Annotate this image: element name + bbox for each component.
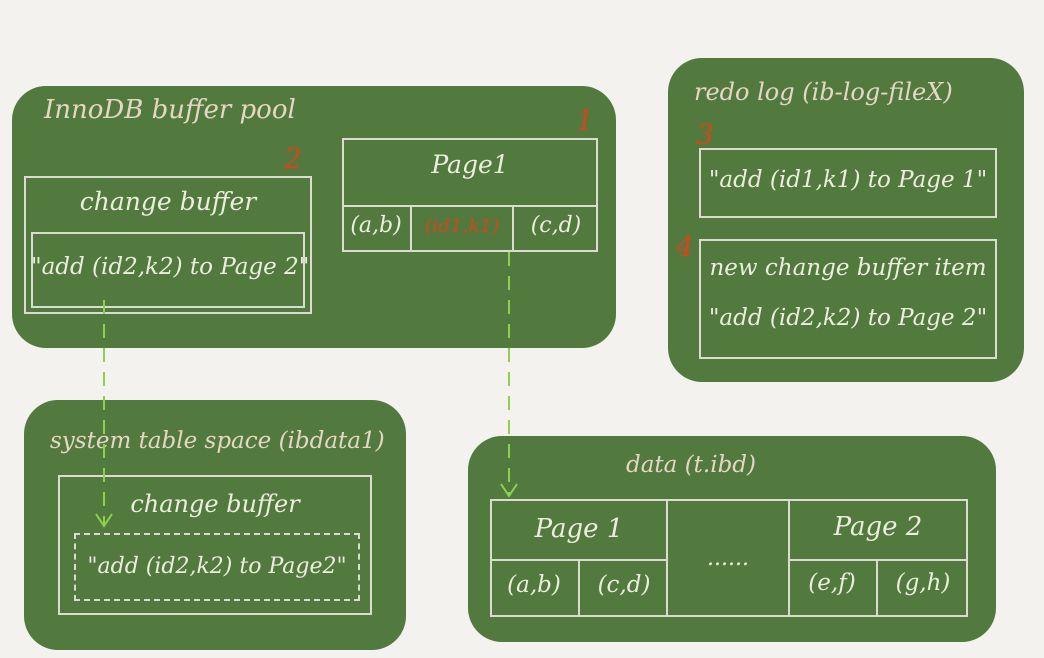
change-buffer-entry: "add (id2,k2) to Page 2" xyxy=(31,254,310,280)
page1-memory-cell-ab: (a,b) xyxy=(350,213,402,238)
disk-page2-cell-divider xyxy=(876,559,878,617)
disk-page1-cell-ab: (a,b) xyxy=(507,572,561,598)
marker-3: 3 xyxy=(696,118,714,151)
redo-entry-2-line1: new change buffer item xyxy=(709,255,987,281)
marker-4: 4 xyxy=(676,230,694,263)
system-tablespace-title: system table space (ibdata1) xyxy=(50,428,385,454)
disk-page1-cell-divider xyxy=(578,559,580,617)
data-file-title: data (t.ibd) xyxy=(626,452,757,478)
change-buffer-label: change buffer xyxy=(79,187,257,216)
disk-page1-title: Page 1 xyxy=(534,514,624,544)
change-buffer-entry-box xyxy=(31,232,305,308)
redo-entry-1: "add (id1,k1) to Page 1" xyxy=(708,167,988,193)
redo-log-title: redo log (ib-log-fileX) xyxy=(694,78,953,106)
page1-memory-title: Page1 xyxy=(431,150,509,179)
disk-change-buffer-entry: "add (id2,k2) to Page2" xyxy=(87,554,347,579)
page1-memory-cell-id1k1: (id1,k1) xyxy=(424,215,500,237)
disk-page2-cell-ef: (e,f) xyxy=(808,570,856,596)
system-tablespace-panel xyxy=(24,400,406,650)
page1-memory-cell-row xyxy=(342,205,598,252)
buffer-pool-title: InnoDB buffer pool xyxy=(44,95,296,125)
redo-entry-1-box xyxy=(699,148,997,218)
change-buffer-box xyxy=(24,176,312,314)
disk-change-buffer-box xyxy=(58,475,372,615)
redo-log-panel xyxy=(668,58,1024,382)
disk-change-buffer-label: change buffer xyxy=(130,490,300,518)
disk-page2-cell-gh: (g,h) xyxy=(895,570,951,596)
data-pages-ellipsis: ...... xyxy=(707,546,749,571)
page1-memory-cell-divider xyxy=(410,205,514,252)
redo-entry-2-box xyxy=(699,239,997,359)
page1-memory-cell-cd: (c,d) xyxy=(530,213,582,238)
data-file-panel xyxy=(468,436,996,642)
redo-entry-2-line2: "add (id2,k2) to Page 2" xyxy=(708,305,988,331)
disk-page2-title: Page 2 xyxy=(833,512,923,542)
marker-2: 2 xyxy=(284,142,302,175)
marker-1: 1 xyxy=(576,104,594,137)
disk-page1-cell-cd: (c,d) xyxy=(597,572,651,598)
disk-change-buffer-entry-box xyxy=(74,533,360,601)
innodb-buffer-pool-panel xyxy=(12,86,616,348)
disk-page2-cell-row xyxy=(788,559,968,617)
